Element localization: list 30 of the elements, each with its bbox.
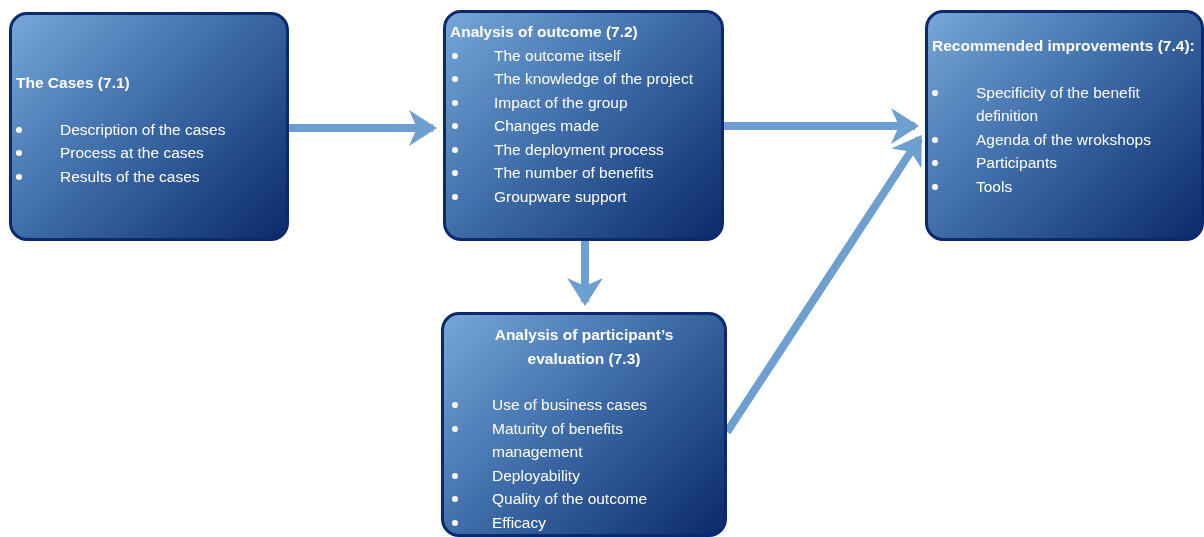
- bullet-text: Efficacy: [492, 513, 546, 531]
- bullet-text: Deployability: [492, 466, 580, 484]
- bullet-text: Groupware support: [494, 187, 627, 205]
- box-heading: The Cases (7.1): [15, 73, 131, 93]
- bullet-text: Agenda of the wrokshops: [976, 130, 1151, 148]
- arrow: [567, 241, 603, 306]
- bullet-text: Quality of the outcome: [492, 490, 648, 507]
- bullet-text: Maturity of benefits management: [492, 419, 623, 460]
- arrow: [724, 108, 919, 144]
- bullet-text: Impact of the group: [494, 93, 628, 111]
- arrow: [289, 110, 437, 146]
- bullet-text: Tools: [976, 177, 1013, 195]
- bullet-text: Results of the cases: [60, 167, 200, 185]
- bullet-text: Process at the cases: [60, 144, 204, 161]
- box-heading: Analysis of outcome (7.2): [449, 22, 639, 42]
- bullet-text: The number of benefits: [494, 164, 654, 181]
- process-box: [925, 10, 1204, 241]
- process-box: [441, 312, 727, 537]
- bullet-text: Use of business cases: [492, 396, 648, 413]
- bullet-text: Participants: [976, 154, 1057, 171]
- box-heading: Recommended improvements (7.4):: [931, 36, 1196, 56]
- bullet-text: Specificity of the benefit definition: [976, 83, 1140, 124]
- bullet-text: Description of the cases: [60, 120, 226, 138]
- bullet-text: The knowledge of the project: [494, 70, 694, 87]
- bullet-text: The outcome itself: [494, 46, 621, 64]
- process-box: [9, 12, 289, 241]
- process-box: [443, 10, 724, 241]
- box-heading: Analysis of participant’s evaluation (7.3): [493, 325, 675, 369]
- bullet-text: The deployment process: [494, 140, 664, 158]
- bullet-text: Changes made: [494, 117, 600, 134]
